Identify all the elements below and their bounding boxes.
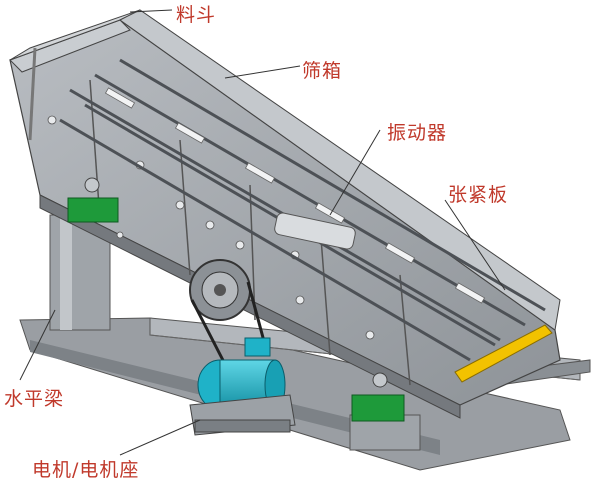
hopper bbox=[9, 9, 561, 331]
spring-mount-left bbox=[67, 177, 119, 223]
label-vibrator: 振动器 bbox=[387, 122, 448, 144]
tension-plate bbox=[454, 324, 553, 383]
label-tension-plate: 张紧板 bbox=[448, 184, 509, 206]
motor-base bbox=[189, 394, 296, 436]
belt-drive bbox=[189, 259, 267, 371]
screen-deck-crossbars bbox=[104, 87, 486, 304]
label-hopper: 料斗 bbox=[176, 4, 217, 26]
label-motor-base: 电机/电机座 bbox=[32, 459, 140, 481]
label-horizontal-beam: 水平梁 bbox=[4, 388, 65, 410]
label-screen-box: 筛箱 bbox=[302, 60, 343, 82]
spring-mount-right bbox=[351, 372, 405, 422]
leader-lines bbox=[19, 9, 506, 456]
vibrator bbox=[274, 212, 356, 250]
screen-box bbox=[9, 19, 561, 419]
